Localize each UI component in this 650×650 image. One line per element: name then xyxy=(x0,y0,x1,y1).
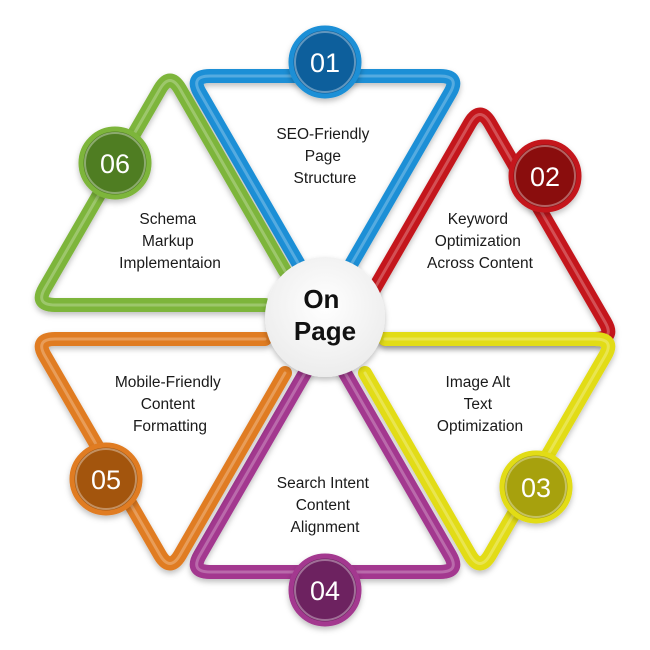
segment-03-label-line-2: Text xyxy=(464,396,493,413)
segment-02-label-line-2: Optimization xyxy=(435,233,521,250)
segment-01-label-line-3: Structure xyxy=(294,170,357,187)
badge-05 xyxy=(69,442,143,516)
segment-03-highlight xyxy=(363,337,610,565)
segment-02: Keyword Optimization Across Content 02 xyxy=(358,107,616,346)
segment-05-highlight xyxy=(40,337,287,565)
segment-02-label-line-3: Across Content xyxy=(427,255,534,272)
segment-05-label-line-3: Formatting xyxy=(133,418,207,435)
center-hub-circle xyxy=(265,257,385,377)
badge-02-ring xyxy=(514,145,576,207)
segment-06: Schema Markup Implementaion 06 xyxy=(34,73,292,312)
badge-03 xyxy=(499,450,573,524)
segment-02-label-line-1: Keyword xyxy=(448,211,508,228)
segment-05-label-line-2: Content xyxy=(141,396,196,413)
badge-02 xyxy=(508,139,582,213)
segment-04-label-line-1: Search Intent xyxy=(277,475,370,492)
center-label: On Page xyxy=(294,284,356,346)
segment-03-label-line-3: Optimization xyxy=(437,418,523,435)
center-hub: On Page xyxy=(265,257,385,377)
badge-04-number: 04 xyxy=(310,576,340,606)
segment-06-label-line-1: Schema xyxy=(139,211,196,228)
center-label-line-2: Page xyxy=(294,316,356,346)
segment-02-label: Keyword Optimization Across Content xyxy=(427,211,534,272)
badge-06-ring xyxy=(84,132,146,194)
badge-05-number: 05 xyxy=(91,465,121,495)
segment-01: SEO-Friendly Page Structure 01 xyxy=(189,25,461,282)
segment-04-label-line-2: Content xyxy=(296,497,351,514)
segment-03: Image Alt Text Optimization 03 xyxy=(358,332,616,571)
segment-01-label: SEO-Friendly Page Structure xyxy=(276,126,373,187)
segment-03-frame xyxy=(358,332,616,571)
segment-04-label-line-3: Alignment xyxy=(291,519,361,536)
segment-01-label-line-1: SEO-Friendly xyxy=(276,126,369,143)
segment-01-label-line-2: Page xyxy=(305,148,341,165)
badge-01-number: 01 xyxy=(310,48,340,78)
segment-06-label-line-2: Markup xyxy=(142,233,194,250)
segment-05-label: Mobile-Friendly Content Formatting xyxy=(115,374,225,435)
segment-03-label: Image Alt Text Optimization xyxy=(437,374,523,435)
segment-05-label-line-1: Mobile-Friendly xyxy=(115,374,221,391)
badge-01 xyxy=(288,25,362,99)
badge-02-number: 02 xyxy=(530,162,560,192)
segment-05-frame xyxy=(34,332,292,571)
segment-05: Mobile-Friendly Content Formatting 05 xyxy=(34,332,292,571)
badge-04 xyxy=(288,553,362,627)
segment-06-label-line-3: Implementaion xyxy=(119,255,221,272)
badge-06-number: 06 xyxy=(100,149,130,179)
badge-01-ring xyxy=(294,31,356,93)
segment-03-label-line-1: Image Alt xyxy=(446,374,511,391)
badge-04-ring xyxy=(294,559,356,621)
segment-04-label: Search Intent Content Alignment xyxy=(277,475,374,536)
badge-05-ring xyxy=(75,448,137,510)
segment-04: Search Intent Content Alignment 04 xyxy=(189,366,461,627)
badge-06 xyxy=(78,126,152,200)
badge-03-number: 03 xyxy=(521,473,551,503)
segment-06-label: Schema Markup Implementaion xyxy=(119,211,221,272)
badge-03-ring xyxy=(505,456,567,518)
center-label-line-1: On xyxy=(303,284,339,314)
